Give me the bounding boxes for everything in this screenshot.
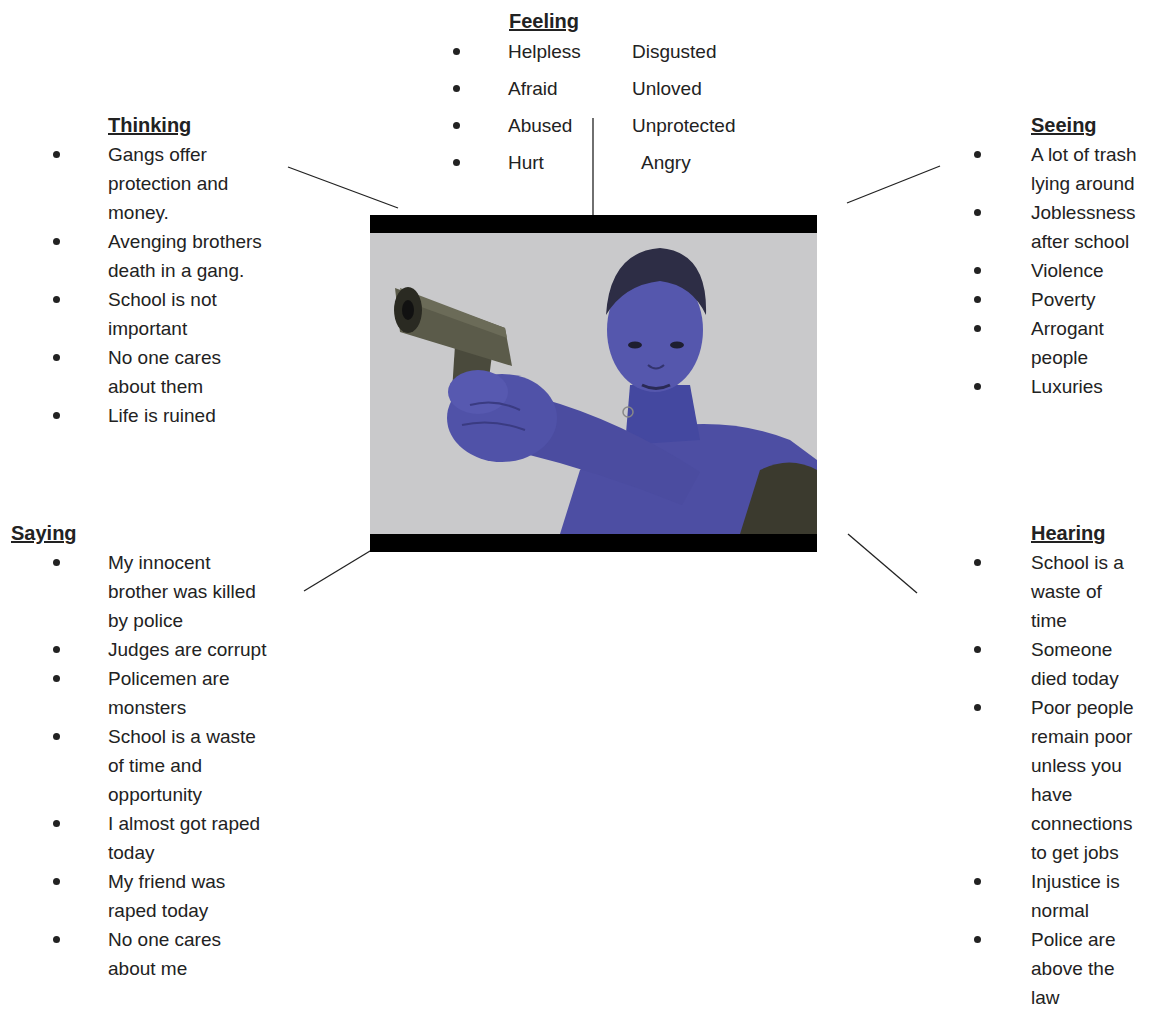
bullet-dot xyxy=(974,151,981,158)
feeling-word: Unprotected xyxy=(632,111,736,140)
feeling-word: Disgusted xyxy=(632,37,717,66)
photo xyxy=(370,215,817,552)
bullet-dot xyxy=(453,48,460,55)
bullet-dot xyxy=(974,878,981,885)
list-item: No one cares about them xyxy=(108,343,268,401)
list-item: Luxuries xyxy=(1031,372,1165,401)
bullet-dot xyxy=(453,85,460,92)
bullet-dot xyxy=(453,159,460,166)
list-item: Violence xyxy=(1031,256,1165,285)
list-item: Life is ruined xyxy=(108,401,268,430)
leader-line xyxy=(288,167,398,208)
bullet-dot xyxy=(53,296,60,303)
list-item: A lot of trash lying around xyxy=(1031,140,1165,198)
list-item: No one cares about me xyxy=(108,925,268,983)
bullet-dot xyxy=(974,704,981,711)
feeling-word: Angry xyxy=(641,148,691,177)
group-heading: Feeling xyxy=(509,8,579,34)
list-item: Injustice is normal xyxy=(1031,867,1139,925)
bullet-dot xyxy=(974,267,981,274)
group-heading: Saying xyxy=(11,520,77,546)
feeling-word: Helpless xyxy=(508,37,581,66)
bullet-dot xyxy=(53,354,60,361)
list-item: Gangs offer protection and money. xyxy=(108,140,268,227)
bullet-dot xyxy=(53,412,60,419)
list-item: My innocent brother was killed by police xyxy=(108,548,268,635)
list-item: School is a waste of time and opportunit… xyxy=(108,722,268,809)
bullet-dot xyxy=(974,325,981,332)
group-heading: Thinking xyxy=(108,112,191,138)
bullet-dot xyxy=(53,151,60,158)
bullet-dot xyxy=(974,383,981,390)
list-item: Poverty xyxy=(1031,285,1165,314)
bullet-dot xyxy=(53,646,60,653)
leader-line xyxy=(304,548,375,591)
bullet-dot xyxy=(974,209,981,216)
bullet-dot xyxy=(53,820,60,827)
list-item: Arrogant people xyxy=(1031,314,1165,372)
bullet-dot xyxy=(53,936,60,943)
bullet-dot xyxy=(974,646,981,653)
bullet-dot xyxy=(974,936,981,943)
bullet-dot xyxy=(53,675,60,682)
list-item: I almost got raped today xyxy=(108,809,268,867)
leader-line xyxy=(848,534,917,593)
feeling-word: Unloved xyxy=(632,74,702,103)
list-item: School is not important xyxy=(108,285,268,343)
feeling-word: Hurt xyxy=(508,148,544,177)
list-item: My friend was raped today xyxy=(108,867,268,925)
bullet-dot xyxy=(53,878,60,885)
list-item: Policemen are monsters xyxy=(108,664,268,722)
bullet-dot xyxy=(974,296,981,303)
bullet-dot xyxy=(53,733,60,740)
list-item: Poor people remain poor unless you have … xyxy=(1031,693,1139,867)
leader-line xyxy=(592,118,593,215)
list-item: Joblessness after school xyxy=(1031,198,1165,256)
leader-line xyxy=(847,166,940,203)
list-item: Police are above the law xyxy=(1031,925,1139,1012)
list-item: Judges are corrupt xyxy=(108,635,268,664)
list-item: School is a waste of time xyxy=(1031,548,1139,635)
list-item: Avenging brothers death in a gang. xyxy=(108,227,268,285)
bullet-dot xyxy=(974,559,981,566)
bullet-dot xyxy=(453,122,460,129)
group-heading: Seeing xyxy=(1031,112,1097,138)
list-item: Someone died today xyxy=(1031,635,1139,693)
bullet-dot xyxy=(53,559,60,566)
bullet-dot xyxy=(53,238,60,245)
feeling-word: Abused xyxy=(508,111,572,140)
group-heading: Hearing xyxy=(1031,520,1105,546)
feeling-word: Afraid xyxy=(508,74,558,103)
